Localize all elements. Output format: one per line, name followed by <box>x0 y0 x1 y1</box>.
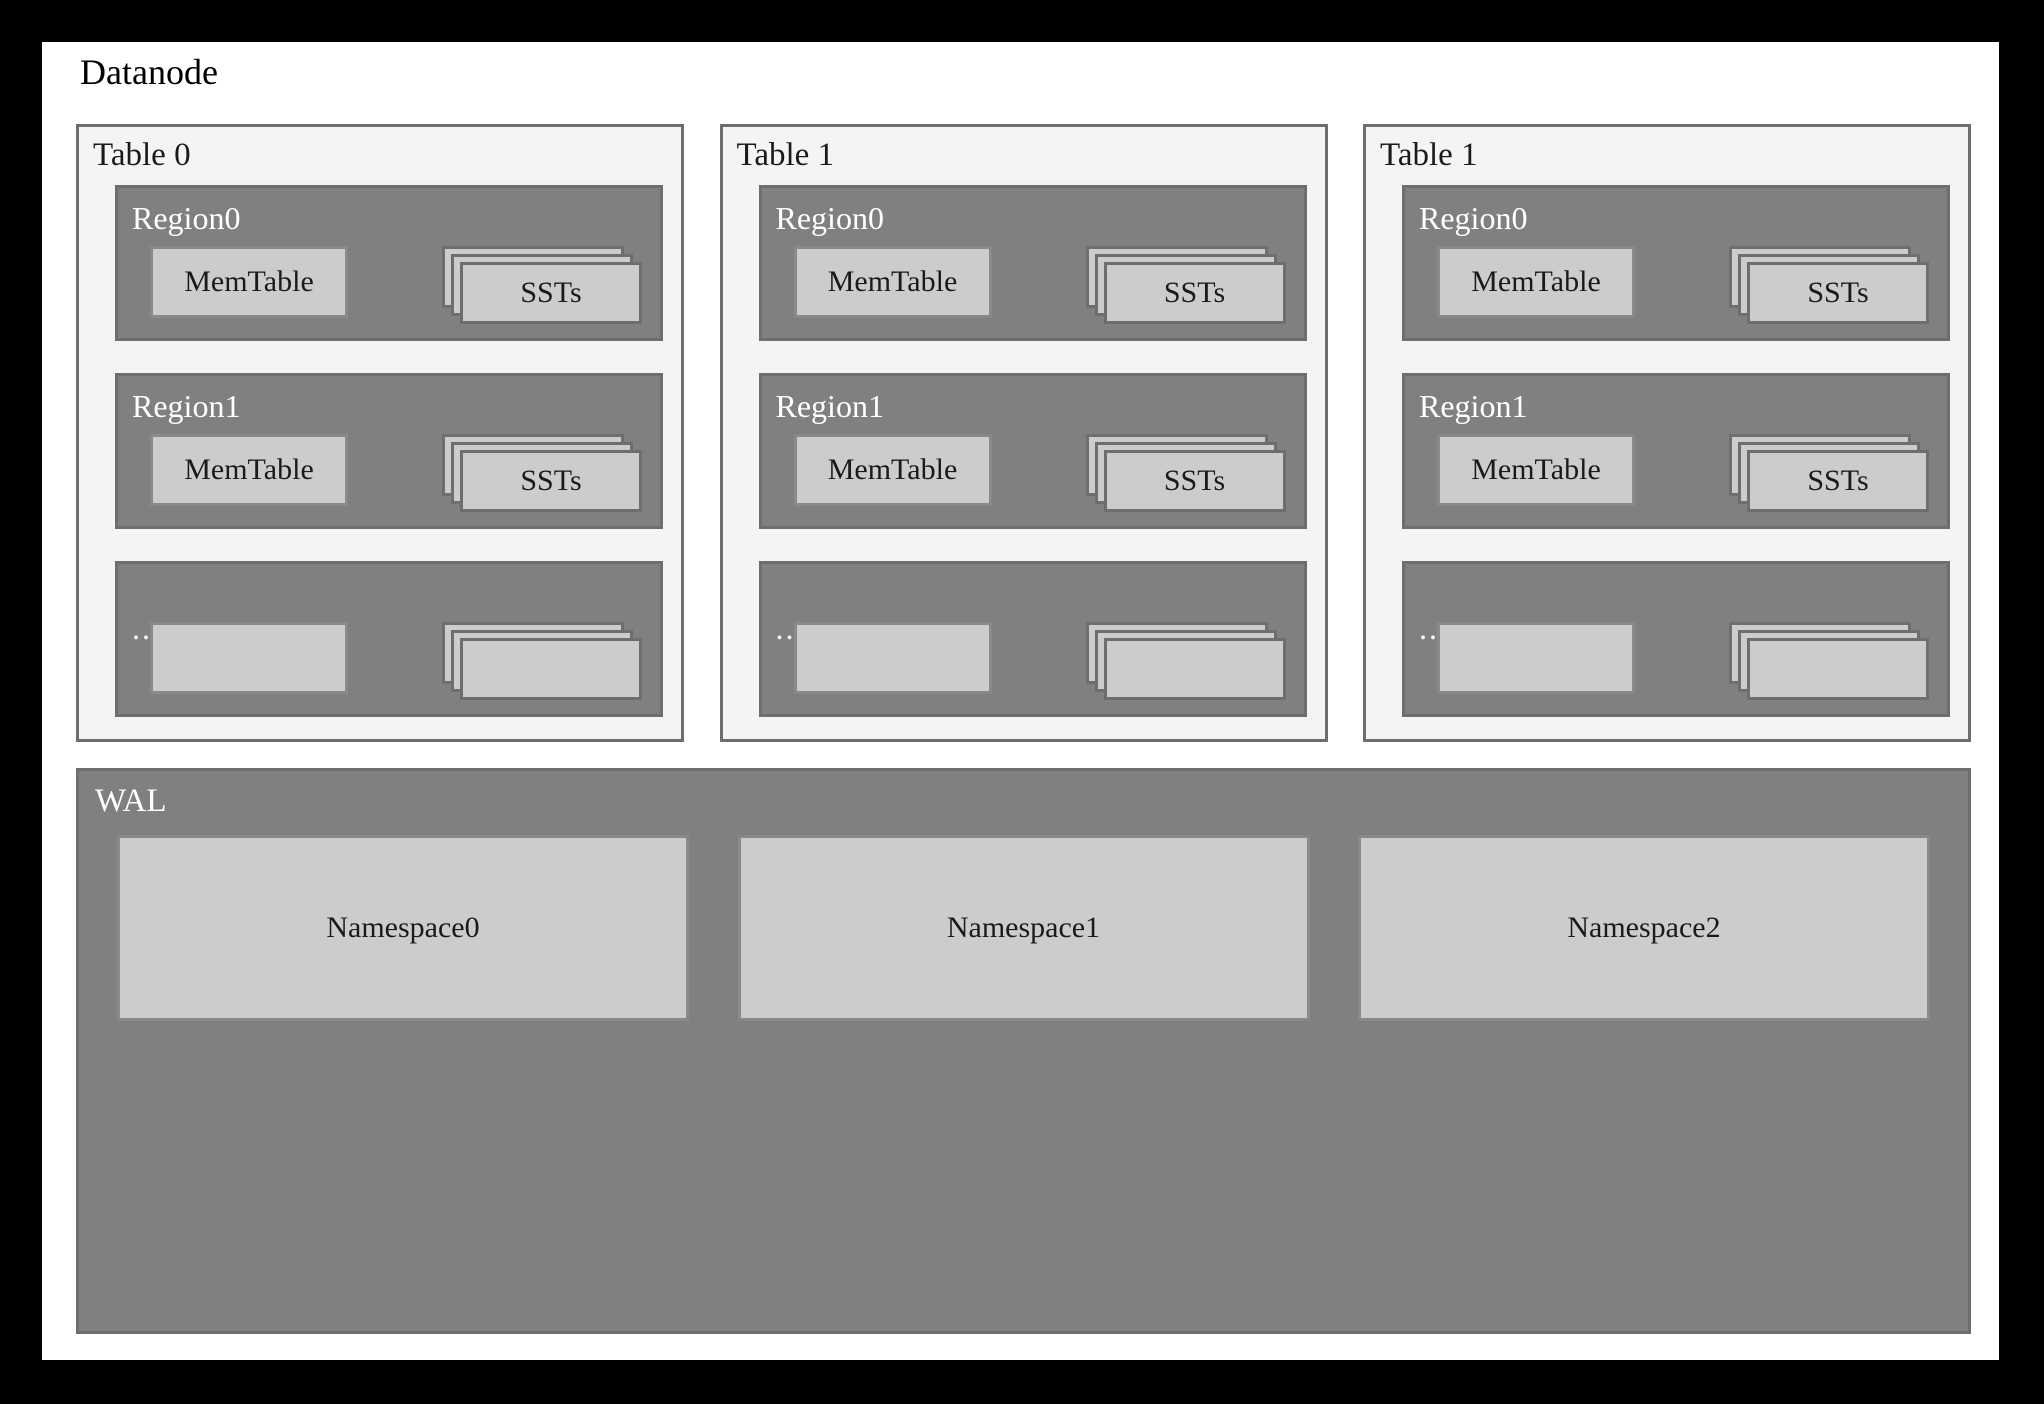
region-title: Region1 <box>132 388 241 424</box>
region-block-ellipsis[interactable]: ... <box>115 561 663 717</box>
region-body <box>150 622 646 700</box>
sst-stack[interactable]: SSTs <box>442 434 642 514</box>
sst-sheet-front <box>460 638 642 700</box>
region-body: MemTable SSTs <box>793 246 1290 326</box>
region-body: MemTable SSTs <box>793 434 1290 514</box>
regions-container: Region0 MemTable SSTs Region1 MemTable <box>758 185 1307 717</box>
region-block[interactable]: Region1 MemTable SSTs <box>1402 373 1950 529</box>
region-body: MemTable SSTs <box>1437 434 1933 512</box>
table-panel[interactable]: Table 1 Region0 MemTable SSTs Region1 <box>1363 124 1971 742</box>
table-panel-title: Table 1 <box>736 137 835 173</box>
namespace-box[interactable]: Namespace0 <box>117 835 689 1021</box>
datanode-title: Datanode <box>80 52 218 92</box>
namespace-box[interactable]: Namespace1 <box>737 835 1310 1021</box>
region-block-ellipsis[interactable]: ... <box>758 561 1307 717</box>
sst-sheet-front: SSTs <box>1747 262 1929 324</box>
sst-stack[interactable]: SSTs <box>1085 434 1286 514</box>
sst-sheet-front <box>1747 638 1929 700</box>
sst-stack[interactable]: SSTs <box>442 246 642 326</box>
wal-namespaces-row: Namespace0 Namespace1 Namespace2 <box>117 835 1930 1021</box>
region-title: Region0 <box>132 200 241 236</box>
sst-sheet-front <box>1103 638 1286 700</box>
region-block[interactable]: Region0 MemTable SSTs <box>115 185 663 341</box>
datanode-canvas: Datanode Table 0 Region0 MemTable SSTs <box>42 42 1999 1360</box>
sst-stack[interactable]: SSTs <box>1085 246 1286 326</box>
region-body <box>1437 622 1933 700</box>
region-title: Region0 <box>775 200 884 236</box>
table-panel[interactable]: Table 1 Region0 MemTable SSTs Region1 <box>719 124 1328 742</box>
sst-sheet-front: SSTs <box>1103 262 1286 324</box>
sst-stack[interactable] <box>1085 622 1286 702</box>
tables-row: Table 0 Region0 MemTable SSTs Region1 <box>76 124 1971 742</box>
sst-stack[interactable]: SSTs <box>1729 246 1929 326</box>
table-panel-title: Table 1 <box>1380 137 1478 173</box>
memtable-box[interactable]: MemTable <box>1437 246 1635 318</box>
region-block[interactable]: Region0 MemTable SSTs <box>1402 185 1950 341</box>
region-block[interactable]: Region0 MemTable SSTs <box>758 185 1307 341</box>
regions-container: Region0 MemTable SSTs Region1 MemTable <box>115 185 663 717</box>
table-panel-title: Table 0 <box>93 137 191 173</box>
region-body <box>793 622 1290 702</box>
sst-sheet-front: SSTs <box>1747 450 1929 512</box>
region-title: Region1 <box>1419 388 1528 424</box>
sst-sheet-front: SSTs <box>460 450 642 512</box>
sst-stack[interactable]: SSTs <box>1729 434 1929 514</box>
memtable-box[interactable]: MemTable <box>793 246 992 318</box>
table-panel[interactable]: Table 0 Region0 MemTable SSTs Region1 <box>76 124 684 742</box>
region-block-ellipsis[interactable]: ... <box>1402 561 1950 717</box>
regions-container: Region0 MemTable SSTs Region1 MemTable <box>1402 185 1950 717</box>
memtable-box[interactable]: MemTable <box>793 434 992 506</box>
region-body: MemTable SSTs <box>150 434 646 512</box>
region-block[interactable]: Region1 MemTable SSTs <box>758 373 1307 529</box>
memtable-box[interactable] <box>150 622 348 694</box>
memtable-box[interactable]: MemTable <box>150 246 348 318</box>
memtable-box[interactable] <box>1437 622 1635 694</box>
wal-title: WAL <box>95 783 167 819</box>
memtable-box[interactable]: MemTable <box>1437 434 1635 506</box>
wal-block[interactable]: WAL Namespace0 Namespace1 Namespace2 <box>76 768 1971 1334</box>
sst-stack[interactable] <box>442 622 642 702</box>
memtable-box[interactable] <box>793 622 992 694</box>
region-block[interactable]: Region1 MemTable SSTs <box>115 373 663 529</box>
sst-stack[interactable] <box>1729 622 1929 702</box>
region-body: MemTable SSTs <box>1437 246 1933 324</box>
region-body: MemTable SSTs <box>150 246 646 324</box>
region-title: Region0 <box>1419 200 1528 236</box>
sst-sheet-front: SSTs <box>460 262 642 324</box>
namespace-box[interactable]: Namespace2 <box>1358 835 1930 1021</box>
sst-sheet-front: SSTs <box>1103 450 1286 512</box>
memtable-box[interactable]: MemTable <box>150 434 348 506</box>
region-title: Region1 <box>775 388 884 424</box>
